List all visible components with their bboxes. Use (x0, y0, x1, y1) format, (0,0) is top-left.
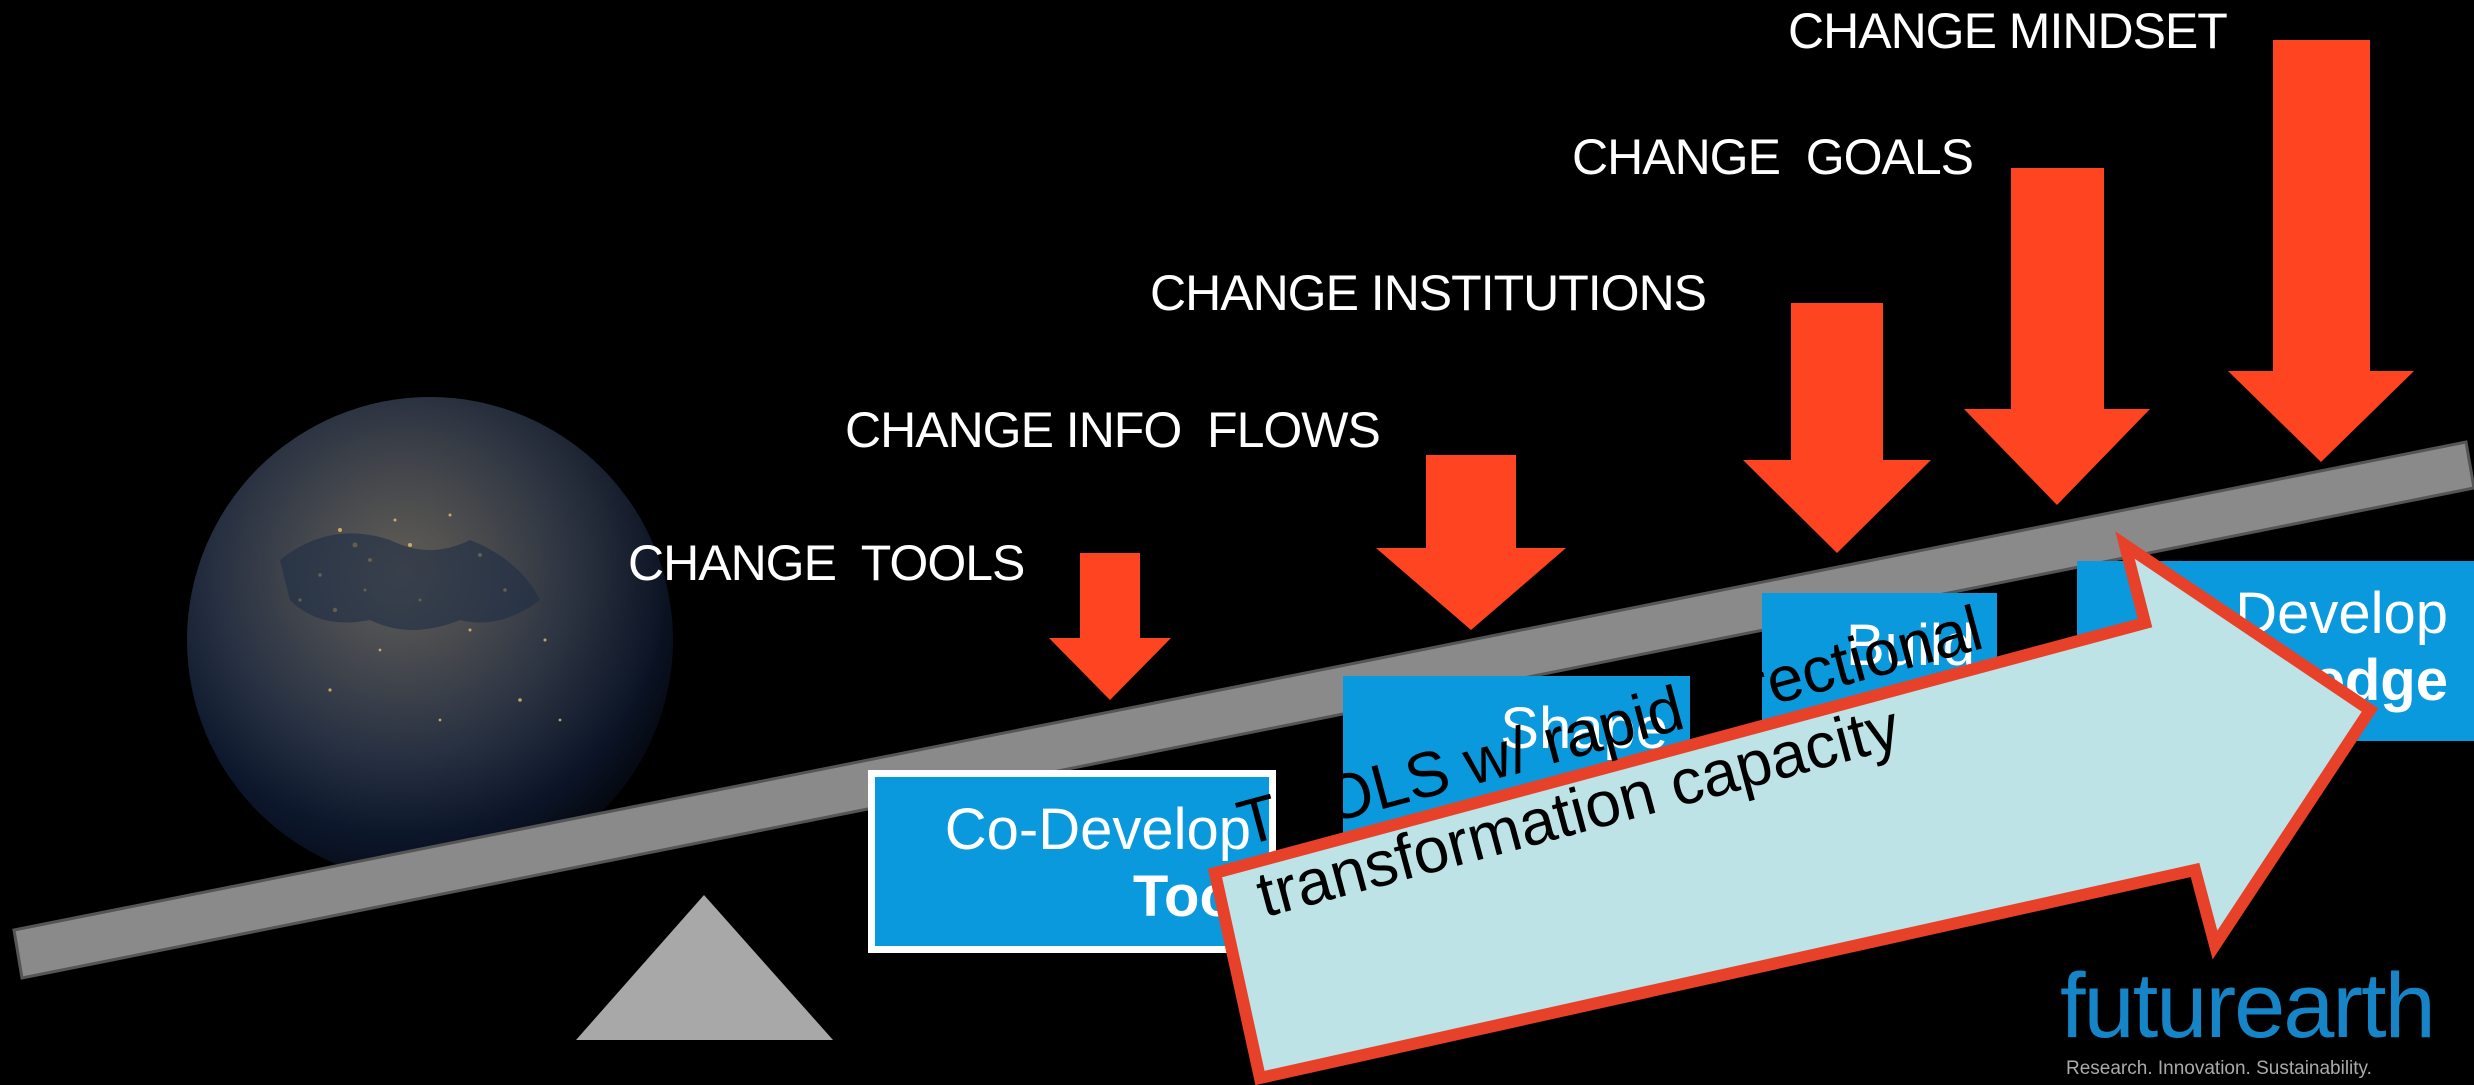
lever-label-change-tools: CHANGE TOOLS (628, 535, 1025, 591)
lever-label-change-info-flows: CHANGE INFO FLOWS (845, 402, 1381, 458)
lever-label-change-institutions: CHANGE INSTITUTIONS (1150, 265, 1707, 321)
box-knowledge-line1: Develop (2235, 581, 2448, 646)
logo-tagline: Research. Innovation. Sustainability. (2066, 1058, 2372, 1079)
box-tools-line1: Co-Develop (944, 797, 1251, 862)
earth-globe (187, 397, 673, 883)
box-build-line1: Build (1846, 613, 1975, 678)
futurearth-logo: futurearth Research. Innovation. Sustain… (2060, 960, 2436, 1080)
lever-label-change-mindset: CHANGE MINDSET (1788, 3, 2228, 59)
arrow-change-institutions (1743, 303, 1931, 553)
arrow-change-goals (1964, 168, 2150, 505)
arrow-change-info-flows (1376, 455, 1566, 630)
arrow-change-mindset (2228, 40, 2414, 462)
box-shape-line1: Shape (1500, 696, 1668, 761)
arrow-change-tools (1049, 553, 1171, 700)
lever-label-change-goals: CHANGE GOALS (1572, 129, 1974, 185)
seesaw-beam (12, 440, 2474, 980)
logo-wordmark: futurearth (2060, 955, 2436, 1057)
fulcrum-triangle (576, 895, 833, 1040)
